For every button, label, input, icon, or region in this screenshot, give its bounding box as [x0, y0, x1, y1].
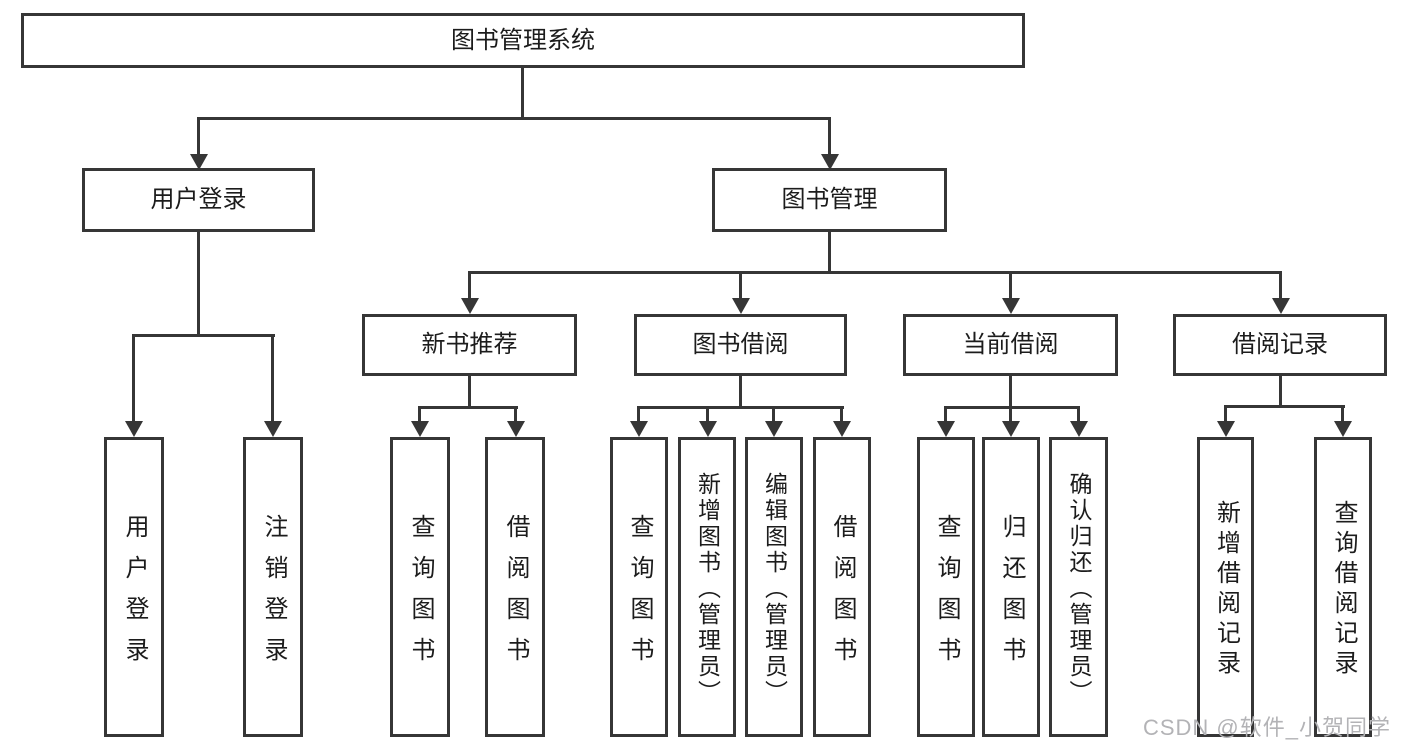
node-borrow-records-label: 借阅记录 [1232, 331, 1328, 358]
leaf-add-borrow-record: 新增借阅记录 [1197, 437, 1254, 737]
arrowhead [765, 421, 783, 437]
connector-line [468, 376, 471, 409]
connector-line [271, 334, 274, 423]
leaf-label: 借阅图书 [829, 513, 856, 678]
connector-line [197, 117, 200, 155]
leaf-label: 确认归还（管理员） [1066, 471, 1092, 706]
node-new-book-recommend: 新书推荐 [362, 314, 577, 376]
connector-line [514, 406, 517, 423]
leaf-label: 查询图书 [933, 513, 960, 678]
node-book-management: 图书管理 [712, 168, 947, 232]
leaf-label: 新增图书（管理员） [694, 471, 721, 706]
connector-line [468, 271, 471, 300]
arrowhead [1272, 298, 1290, 314]
node-book-borrowing-label: 图书借阅 [692, 331, 789, 358]
connector-line [944, 406, 947, 423]
node-current-borrowing-label: 当前借阅 [962, 331, 1059, 358]
arrowhead [732, 298, 750, 314]
connector-line [944, 406, 1080, 409]
node-book-management-label: 图书管理 [781, 186, 878, 213]
leaf-add-book-admin: 新增图书（管理员） [678, 437, 736, 737]
connector-line [739, 376, 742, 409]
arrowhead [821, 154, 839, 170]
leaf-edit-book-admin: 编辑图书（管理员） [745, 437, 803, 737]
arrowhead [833, 421, 851, 437]
node-user-login: 用户登录 [82, 168, 315, 232]
arrowhead [937, 421, 955, 437]
connector-line [132, 334, 135, 423]
leaf-label: 查询图书 [407, 513, 434, 678]
leaf-search-books-borrowing: 查询图书 [610, 437, 668, 737]
node-current-borrowing: 当前借阅 [903, 314, 1118, 376]
leaf-label: 归还图书 [998, 513, 1025, 678]
node-root: 图书管理系统 [21, 13, 1025, 68]
arrowhead [1002, 421, 1020, 437]
leaf-label: 用户登录 [121, 513, 148, 678]
arrowhead [699, 421, 717, 437]
arrowhead [461, 298, 479, 314]
connector-line [1077, 406, 1080, 423]
connector-line [197, 117, 831, 120]
connector-line [1224, 405, 1227, 423]
leaf-return-books: 归还图书 [982, 437, 1040, 737]
connector-line [468, 271, 1282, 274]
node-user-login-label: 用户登录 [150, 186, 247, 213]
node-root-label: 图书管理系统 [451, 26, 595, 54]
node-new-book-recommend-label: 新书推荐 [421, 331, 518, 358]
leaf-label: 新增借阅记录 [1212, 500, 1240, 680]
leaf-label: 编辑图书（管理员） [761, 471, 788, 706]
connector-line [1009, 406, 1012, 423]
connector-line [1341, 405, 1344, 423]
arrowhead [264, 421, 282, 437]
node-borrow-records: 借阅记录 [1173, 314, 1387, 376]
arrowhead [630, 421, 648, 437]
arrowhead [1334, 421, 1352, 437]
arrowhead [1217, 421, 1235, 437]
connector-line [1009, 376, 1012, 409]
connector-line [828, 232, 831, 274]
connector-line [739, 271, 742, 300]
connector-line [828, 117, 831, 155]
leaf-search-books-recommend: 查询图书 [390, 437, 450, 737]
arrowhead [1070, 421, 1088, 437]
connector-line [637, 406, 640, 423]
leaf-search-borrow-record: 查询借阅记录 [1314, 437, 1372, 737]
arrowhead [190, 154, 208, 170]
leaf-label: 查询借阅记录 [1330, 500, 1357, 680]
leaf-user-login: 用户登录 [104, 437, 164, 737]
leaf-label: 注销登录 [260, 513, 287, 678]
leaf-label: 借阅图书 [502, 513, 529, 678]
arrowhead [125, 421, 143, 437]
connector-line [521, 68, 524, 120]
leaf-confirm-return-admin: 确认归还（管理员） [1049, 437, 1108, 737]
leaf-borrow-books-recommend: 借阅图书 [485, 437, 545, 737]
connector-line [840, 406, 843, 423]
connector-line [132, 334, 275, 337]
connector-line [637, 406, 844, 409]
leaf-logout: 注销登录 [243, 437, 303, 737]
connector-line [1279, 376, 1282, 408]
node-book-borrowing: 图书借阅 [634, 314, 847, 376]
watermark: CSDN @软件_小贺同学 [1142, 715, 1391, 740]
connector-line [1279, 271, 1282, 300]
leaf-borrow-books-borrowing: 借阅图书 [813, 437, 871, 737]
connector-line [1009, 271, 1012, 300]
connector-line [197, 232, 200, 337]
connector-line [706, 406, 709, 423]
connector-line [418, 406, 518, 409]
arrowhead [411, 421, 429, 437]
connector-line [418, 406, 421, 423]
arrowhead [507, 421, 525, 437]
connector-line [772, 406, 775, 423]
connector-line [1224, 405, 1345, 408]
leaf-search-books-current: 查询图书 [917, 437, 975, 737]
arrowhead [1002, 298, 1020, 314]
leaf-label: 查询图书 [626, 513, 653, 678]
